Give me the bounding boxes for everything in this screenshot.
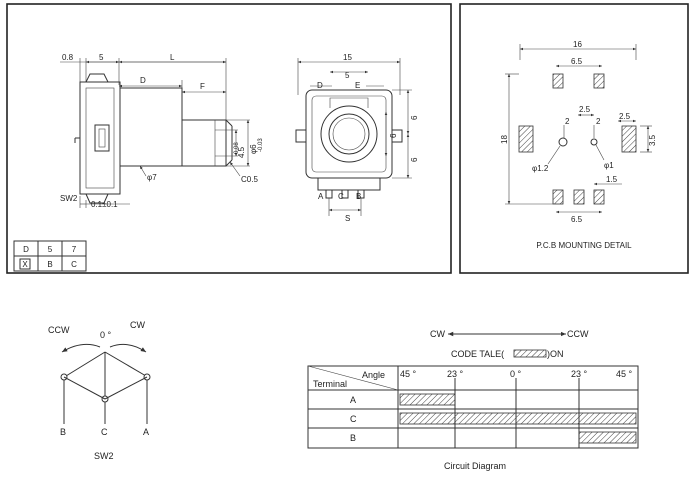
table-cell: C (71, 260, 77, 269)
main-drawing-frame (6, 3, 452, 274)
front-term-c-label: C (338, 192, 344, 201)
pcb-dim-phi1-label: φ1 (604, 161, 614, 170)
dim-0-1-label: 0.1±0.1 (91, 200, 118, 209)
dim-l-label: L (170, 53, 175, 62)
pcb-dim-6-5b-label: 6.5 (571, 215, 583, 224)
circuit-cw-label: CW (430, 329, 445, 339)
code-table-prefix: CODE TALE( (451, 349, 504, 359)
pcb-pad (573, 189, 585, 205)
switch-zero-label: 0 ° (100, 330, 112, 340)
front-dim-6c-label: 6 (389, 133, 398, 138)
size-table: D 5 7 X B C (13, 240, 87, 272)
angle-tick: 45 ° (400, 369, 417, 379)
dim-phi6-tol-label: -0.03 (258, 138, 264, 152)
side-view: 0.8 5 L D F 4.5 -0.08 φ6 -0.03 φ7 (60, 53, 264, 209)
pcb-detail-frame (459, 3, 689, 274)
pcb-dim-16-label: 16 (573, 40, 582, 49)
cw-arrow-icon (109, 343, 147, 353)
angle-tick: 0 ° (510, 369, 522, 379)
pcb-mounting-detail: 16 6.5 18 2.5 2.5 2 2 3.5 (500, 40, 657, 250)
angle-tick: 23 ° (447, 369, 464, 379)
dim-c05-label: C0.5 (241, 175, 258, 184)
front-view: 15 5 D E 6 6 6 A C B S (295, 53, 419, 223)
terminal-b-node (60, 373, 68, 381)
switch-cw-label: CW (130, 320, 145, 330)
switch-ccw-label: CCW (48, 325, 70, 335)
on-segment-b (578, 431, 637, 444)
terminal-header: Terminal (313, 379, 347, 389)
front-dim-5-label: 5 (345, 71, 350, 80)
pcb-dim-phi1-2-label: φ1.2 (532, 164, 549, 173)
pcb-dim-2b-label: 2 (596, 117, 601, 126)
front-term-b-label: B (356, 192, 361, 201)
angle-tick: 23 ° (571, 369, 588, 379)
circuit-title: Circuit Diagram (444, 461, 506, 471)
circuit-ccw-label: CCW (567, 329, 589, 339)
dim-0-8-label: 0.8 (62, 53, 74, 62)
pcb-dim-2-5a-label: 2.5 (579, 105, 591, 114)
pcb-pad (552, 189, 564, 205)
code-legend-swatch (513, 349, 547, 358)
angle-header: Angle (362, 370, 385, 380)
pcb-hole (558, 137, 568, 147)
pcb-pad (518, 125, 534, 153)
switch-title: SW2 (94, 451, 114, 461)
pcb-dim-2-5b-label: 2.5 (619, 112, 631, 121)
dim-phi6-label: φ6 (249, 144, 258, 154)
front-dim-e-label: E (355, 81, 360, 90)
table-cell: B (47, 260, 52, 269)
switch-diagram: CCW 0 ° CW B C A SW2 (48, 320, 151, 461)
dim-phi7-label: φ7 (147, 173, 157, 182)
switch-term-a-label: A (143, 427, 149, 437)
angle-tick: 45 ° (616, 369, 633, 379)
table-cell: X (22, 260, 28, 269)
front-dim-6b-label: 6 (410, 157, 419, 162)
front-dim-s-label: S (345, 214, 350, 223)
x-checkbox-icon (19, 258, 31, 270)
switch-term-b-label: B (60, 427, 66, 437)
switch-term-c-label: C (101, 427, 108, 437)
pcb-pad (552, 73, 564, 89)
row-label-a: A (350, 395, 356, 405)
pcb-pad (593, 73, 605, 89)
front-dim-d-label: D (317, 81, 323, 90)
pcb-dim-1-5-label: 1.5 (606, 175, 618, 184)
ccw-arrow-icon (61, 343, 101, 353)
dim-4-5-tol-label: -0.08 (234, 142, 240, 156)
front-dim-15-label: 15 (343, 53, 352, 62)
on-segment-a (399, 393, 456, 406)
pcb-dim-18-label: 18 (500, 135, 509, 144)
on-segment-c (399, 412, 637, 425)
table-cell: D (23, 245, 29, 254)
pcb-dim-3-5-label: 3.5 (648, 134, 657, 146)
row-label-b: B (350, 433, 356, 443)
pcb-dim-2a-label: 2 (565, 117, 570, 126)
dim-d-label: D (140, 76, 146, 85)
pcb-title: P.C.B MOUNTING DETAIL (536, 241, 632, 250)
row-label-c: C (350, 414, 357, 424)
pcb-hole (590, 138, 598, 146)
front-dim-6a-label: 6 (410, 115, 419, 120)
dim-4-5-label: 4.5 (237, 146, 246, 158)
pcb-pad (621, 125, 637, 153)
front-term-a-label: A (318, 192, 324, 201)
code-table-suffix: )ON (547, 349, 564, 359)
circuit-diagram: CW CCW CODE TALE( )ON Angle Terminal 45 … (307, 329, 639, 471)
dim-5-label: 5 (99, 53, 104, 62)
table-cell: 7 (72, 245, 77, 254)
dim-f-label: F (200, 82, 205, 91)
dim-sw2-label: SW2 (60, 194, 78, 203)
pcb-pad (593, 189, 605, 205)
table-cell: 5 (48, 245, 53, 254)
pcb-dim-6-5a-label: 6.5 (571, 57, 583, 66)
